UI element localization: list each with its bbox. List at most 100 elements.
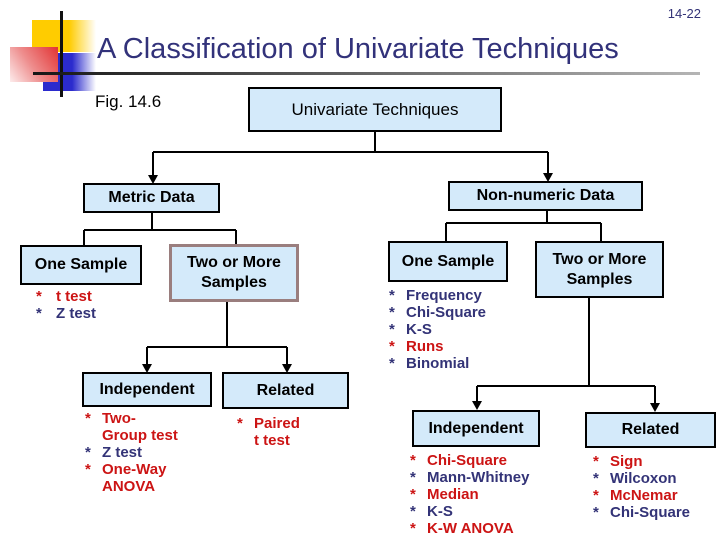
arrowhead-non-numeric	[543, 173, 553, 182]
node-label: Metric Data	[108, 189, 195, 206]
node-independent-metric: Independent	[82, 372, 212, 407]
list-item-text: Paired	[254, 415, 300, 432]
list-item-line: * Sign	[593, 453, 690, 470]
asterisk-bullet: *	[593, 504, 599, 521]
asterisk-bullet: *	[389, 321, 395, 338]
asterisk-bullet: *	[389, 355, 395, 372]
list-item-text: Median	[427, 486, 479, 503]
asterisk-bullet: *	[593, 453, 599, 470]
list-item-text: Frequency	[406, 287, 482, 304]
list-one-sample-metric-tests: * t test*Z test	[36, 288, 96, 322]
node-related-non-numeric: Related	[585, 412, 716, 448]
node-label: Independent	[99, 380, 195, 398]
asterisk-bullet: *	[85, 444, 91, 461]
list-item-text: K-S	[406, 321, 432, 338]
logo-vertical-line	[60, 11, 63, 97]
list-item-line: * K-W ANOVA	[410, 520, 530, 537]
list-item-text: K-S	[427, 503, 453, 520]
node-label: Independent	[428, 419, 524, 437]
logo-red-square	[10, 47, 58, 82]
list-item-line: * Chi-Square	[389, 304, 486, 321]
node-label: Non-numeric Data	[476, 187, 615, 204]
node-metric-data: Metric Data	[83, 183, 220, 213]
list-item-line: * One-Way	[85, 461, 178, 478]
node-label: Two or More Samples	[187, 254, 281, 291]
list-item-line: *Chi-Square	[410, 452, 530, 469]
list-item-text: t test	[254, 432, 290, 449]
bullet-spacer	[85, 427, 102, 444]
list-item-line: * Frequency	[389, 287, 486, 304]
node-one-sample-non-numeric: One Sample	[388, 241, 508, 282]
list-item-text: Binomial	[406, 355, 470, 372]
list-item-line: * Median	[410, 486, 530, 503]
bullet-spacer	[237, 432, 254, 449]
arrowhead-independent-right	[472, 401, 482, 410]
node-label: One Sample	[34, 256, 128, 273]
node-independent-non-numeric: Independent	[412, 410, 540, 447]
list-item-line: * Chi-Square	[593, 504, 690, 521]
title-underline	[33, 72, 700, 75]
asterisk-bullet: *	[593, 470, 599, 487]
asterisk-bullet: *	[410, 520, 416, 537]
list-item-text: Mann-Whitney	[427, 469, 530, 486]
asterisk-bullet: *	[36, 288, 42, 305]
asterisk-bullet: *	[389, 338, 395, 355]
arrowhead-related-left	[282, 364, 292, 373]
list-item-line: ANOVA	[85, 478, 178, 495]
asterisk-bullet: *	[237, 415, 243, 432]
list-item-line: *Wilcoxon	[593, 470, 690, 487]
arrowhead-independent-left	[142, 364, 152, 373]
list-item-line: * Two-	[85, 410, 178, 427]
list-one-sample-non-numeric-tests: *Frequency*Chi-Square*K-S*Runs*Binomial	[389, 287, 486, 372]
asterisk-bullet: *	[410, 486, 416, 503]
node-non-numeric-data: Non-numeric Data	[448, 181, 643, 211]
asterisk-bullet: *	[85, 461, 91, 478]
asterisk-bullet: *	[36, 305, 42, 322]
figure-label: Fig. 14.6	[95, 92, 162, 111]
list-item-line: * K-S	[389, 321, 486, 338]
node-related-metric: Related	[222, 372, 349, 409]
node-label: Related	[621, 421, 680, 438]
list-item-line: * McNemar	[593, 487, 690, 504]
arrowhead-metric	[148, 175, 158, 184]
asterisk-bullet: *	[389, 304, 395, 321]
list-item-text: t test	[56, 288, 92, 305]
node-label: Related	[256, 381, 315, 399]
list-item-line: * Binomial	[389, 355, 486, 372]
list-item-text: Chi-Square	[406, 304, 487, 321]
list-item-line: * t test	[36, 288, 96, 305]
list-item-line: *Z test	[36, 305, 96, 322]
arrowhead-related-right	[650, 403, 660, 412]
list-item-text: One-Way	[102, 461, 167, 478]
list-item-text: McNemar	[610, 487, 678, 504]
asterisk-bullet: *	[85, 410, 91, 427]
list-related-non-numeric-tests: *Sign*Wilcoxon*McNemar*Chi-Square	[593, 453, 690, 521]
asterisk-bullet: *	[410, 503, 416, 520]
node-univariate-techniques: Univariate Techniques	[248, 87, 502, 132]
node-two-or-more-samples-non-numeric: Two or More Samples	[535, 241, 664, 298]
page-number: 14-22	[667, 6, 701, 21]
list-item-text: ANOVA	[102, 478, 156, 495]
list-item-text: Chi-Square	[427, 452, 508, 469]
list-item-line: *Runs	[389, 338, 486, 355]
asterisk-bullet: *	[410, 469, 416, 486]
list-item-text: K-W ANOVA	[427, 520, 514, 537]
list-item-line: * Mann-Whitney	[410, 469, 530, 486]
list-item-text: Z test	[102, 444, 143, 461]
slide-title: A Classification of Univariate Technique…	[97, 33, 619, 65]
list-item-text: Chi-Square	[610, 504, 691, 521]
list-item-text: Sign	[610, 453, 643, 470]
node-two-or-more-samples-metric: Two or More Samples	[169, 244, 299, 302]
asterisk-bullet: *	[593, 487, 599, 504]
asterisk-bullet: *	[389, 287, 395, 304]
list-item-line: Group test	[85, 427, 178, 444]
node-label: Univariate Techniques	[291, 99, 459, 119]
list-item-text: Two-	[102, 410, 136, 427]
list-item-text: Group test	[102, 427, 178, 444]
logo-yellow-square	[32, 20, 96, 52]
list-item-line: * K-S	[410, 503, 530, 520]
